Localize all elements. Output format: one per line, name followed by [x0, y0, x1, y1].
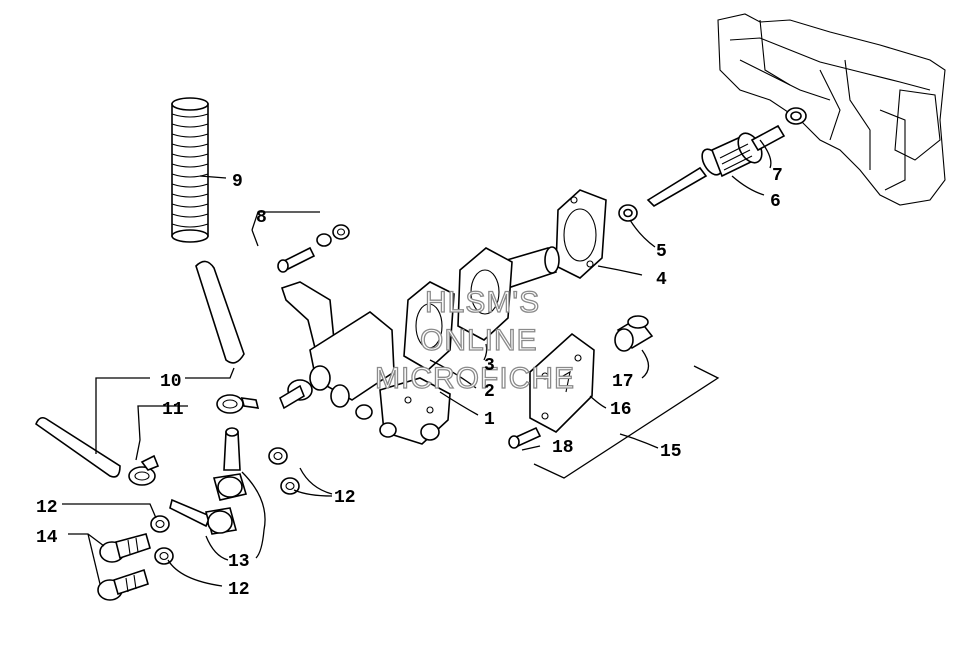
watermark-line-3: MICROFICHE	[375, 362, 575, 395]
callout-6: 6	[770, 192, 781, 212]
callout-5: 5	[656, 242, 667, 262]
gasket-3	[403, 247, 513, 371]
gasket-4	[555, 189, 607, 279]
callouts: 1 2 3 4 5 6 7 8 9 10 11 12 12 12 13 14 1…	[36, 166, 783, 600]
callout-2: 2	[484, 382, 495, 402]
engine-casing	[717, 13, 946, 206]
callout-12b: 12	[36, 498, 58, 518]
callout-17: 17	[612, 372, 634, 392]
callout-13: 13	[228, 552, 250, 572]
screw-18	[508, 426, 542, 449]
callout-1: 1	[484, 410, 495, 430]
callout-16: 16	[610, 400, 632, 420]
callout-8: 8	[256, 208, 267, 228]
callout-14: 14	[36, 528, 58, 548]
clamp-11	[128, 394, 260, 486]
callout-18: 18	[552, 438, 574, 458]
callout-9: 9	[232, 172, 243, 192]
drive-shaft-gear	[646, 107, 807, 207]
leader-lines	[62, 139, 772, 587]
hose-10	[195, 260, 245, 364]
cover-plate-16	[529, 332, 595, 433]
watermark-line-2: ONLINE	[420, 324, 538, 357]
fuel-line	[35, 416, 121, 478]
callout-11: 11	[162, 400, 184, 420]
callout-4: 4	[656, 270, 667, 290]
callout-12c: 12	[228, 580, 250, 600]
watermark-line-1: HLSM'S	[425, 286, 540, 319]
callout-10: 10	[160, 372, 182, 392]
oil-pump-assembly	[279, 281, 451, 445]
callout-3: 3	[484, 356, 495, 376]
bolts-14	[97, 533, 151, 601]
fitting-13	[169, 427, 248, 535]
callout-7: 7	[772, 166, 783, 186]
washer-5	[618, 204, 638, 222]
watermark: HLSM'S ONLINE MICROFICHE	[374, 285, 575, 395]
callout-15: 15	[660, 442, 682, 462]
callout-12a: 12	[334, 488, 356, 508]
screw-set-8	[277, 224, 350, 273]
spring-hose-9	[171, 97, 209, 243]
plug-17	[614, 315, 654, 352]
